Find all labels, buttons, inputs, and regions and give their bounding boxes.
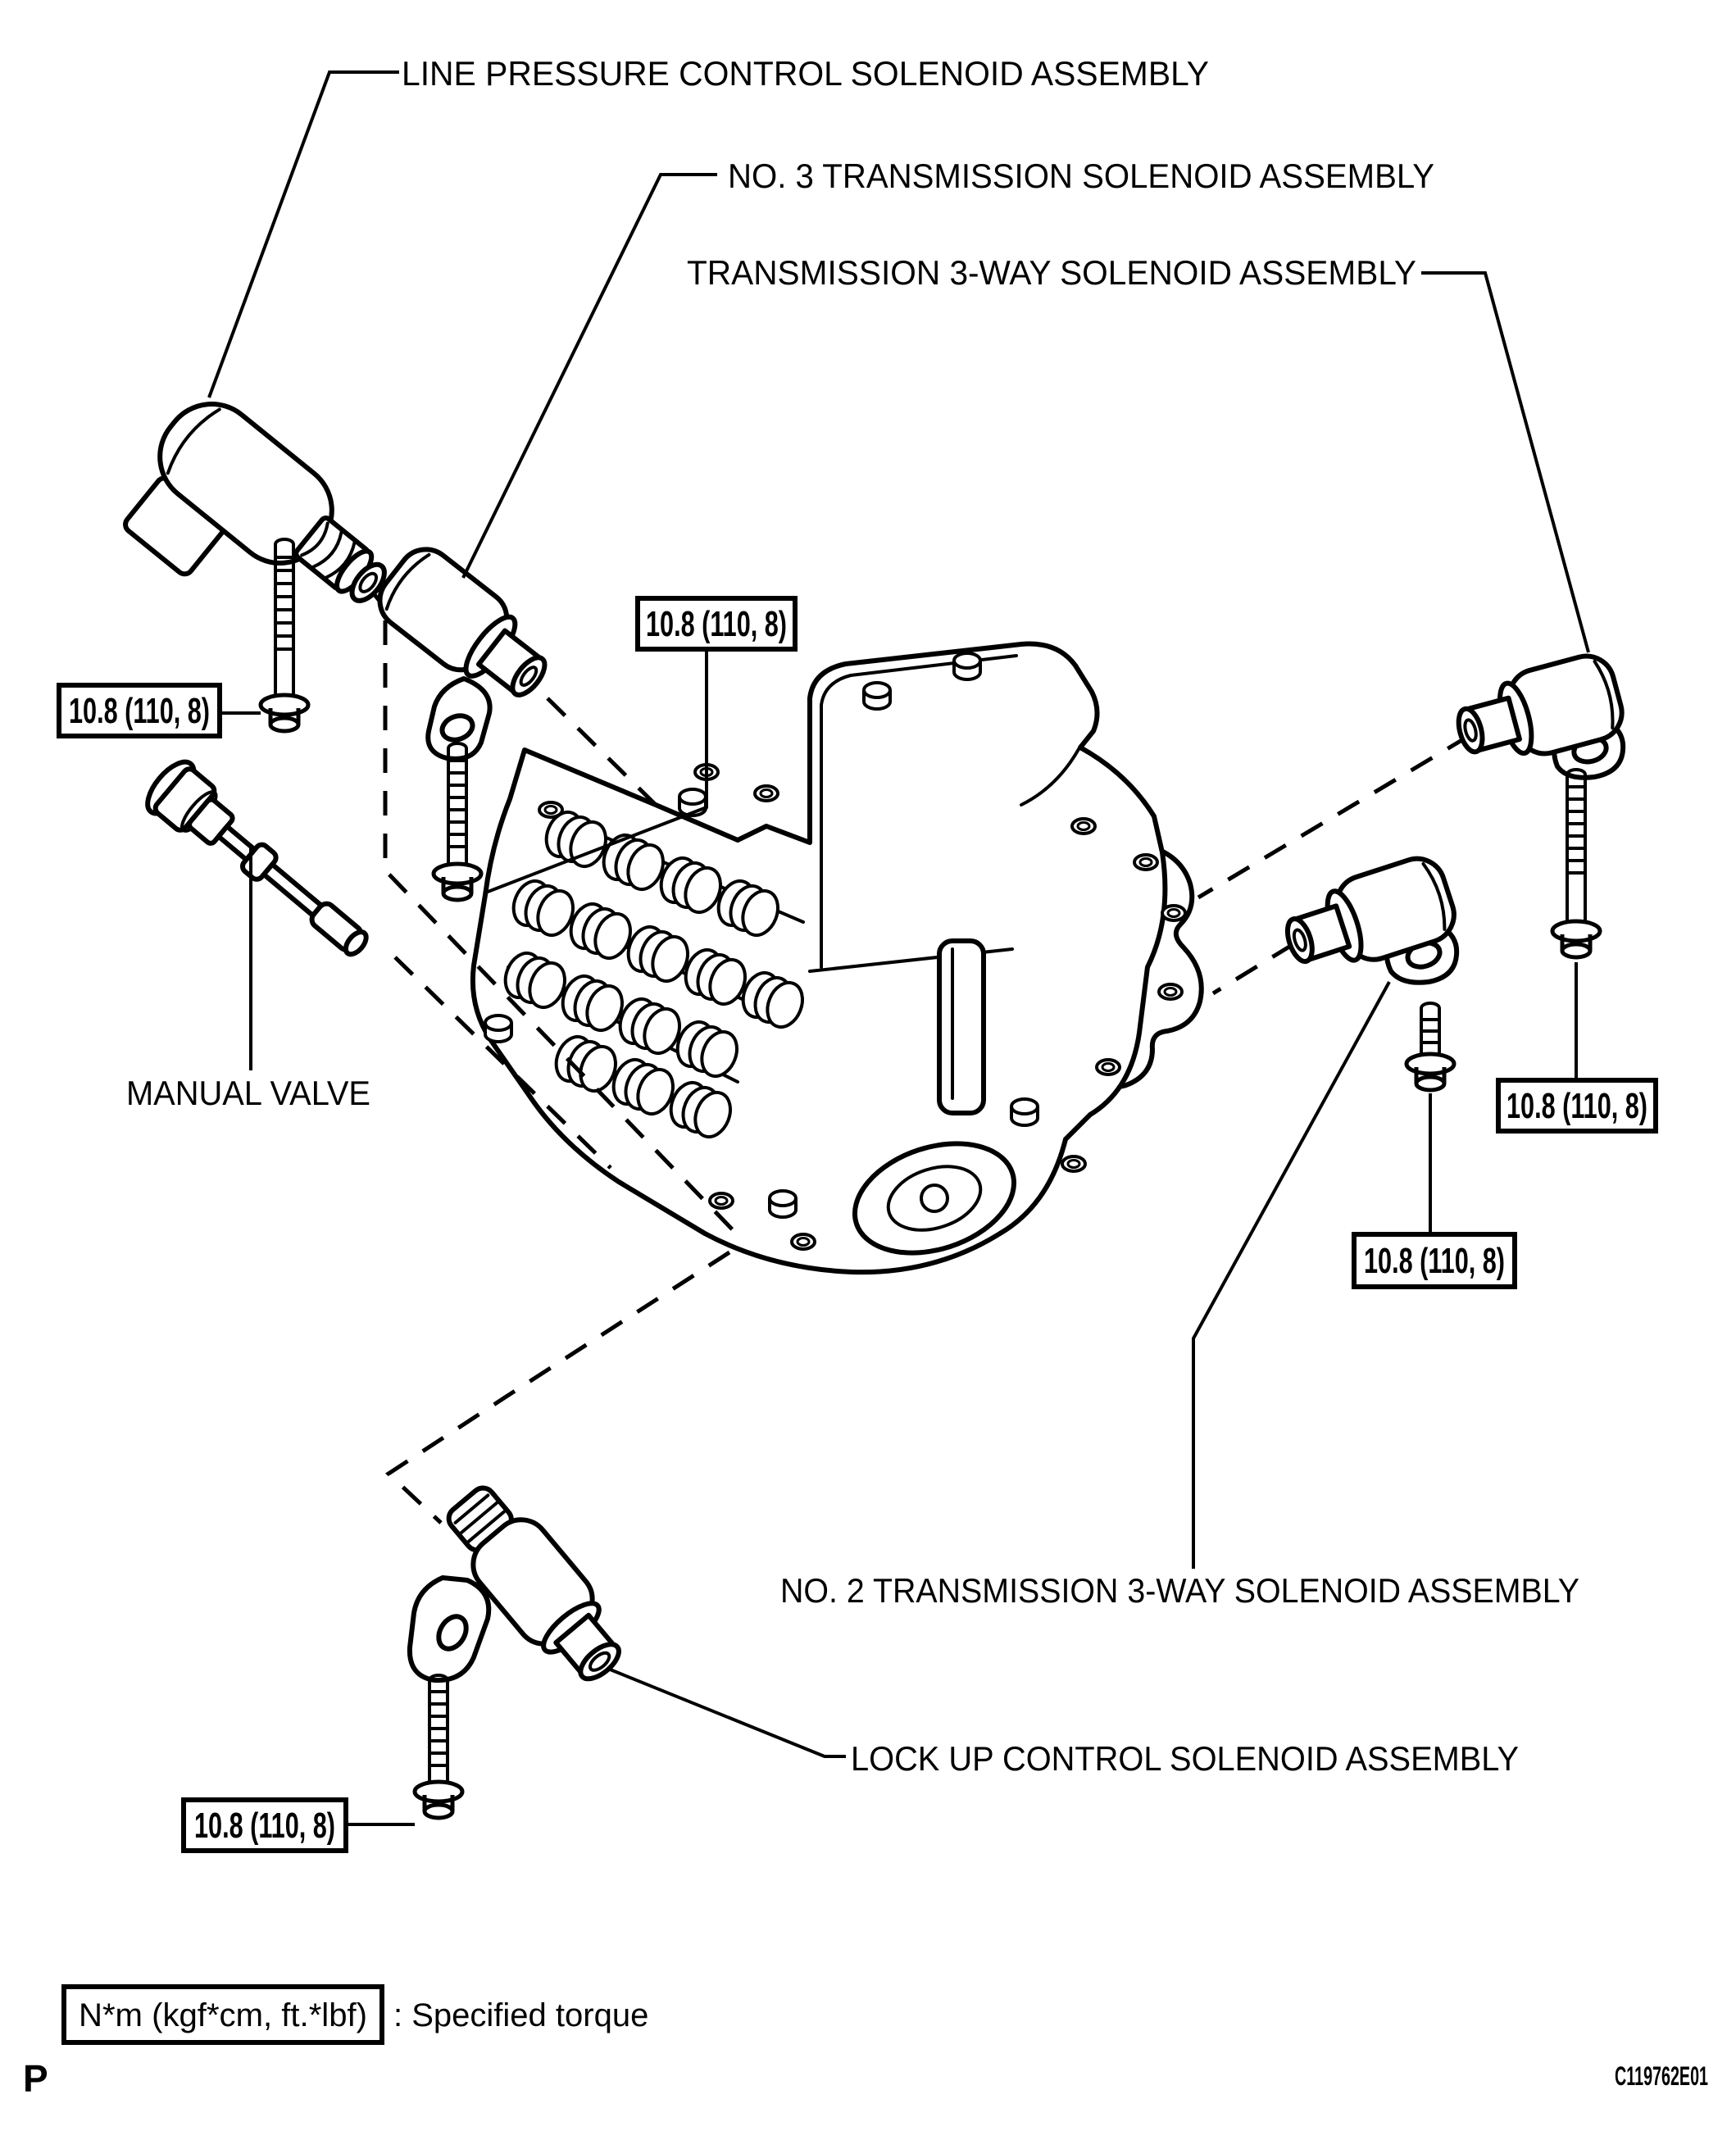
torque-spec-box: 10.8 (110, 8) <box>181 1797 348 1853</box>
leader-line-lockup <box>607 1667 846 1758</box>
figure-code: C119762E01 <box>1615 2061 1708 2091</box>
no3-transmission-solenoid <box>377 547 548 761</box>
alignment-dashed-line-no2 <box>1211 942 1295 996</box>
valve-body-cover-curve <box>1020 747 1080 806</box>
label-transmission-3way-solenoid: TRANSMISSION 3-WAY SOLENOID ASSEMBLY <box>687 253 1416 292</box>
bolt <box>1407 1002 1454 1090</box>
alignment-dashed-line-line-pressure <box>365 583 743 1241</box>
alignment-dashed-line-trans-3way <box>1197 734 1470 900</box>
torque-spec-box: 10.8 (110, 8) <box>635 596 798 652</box>
page-marker: P <box>23 2057 48 2100</box>
bolt <box>434 742 481 900</box>
torque-spec-box: 10.8 (110, 8) <box>57 683 222 738</box>
valve-body <box>470 641 1204 1275</box>
torque-legend-box <box>61 1984 384 2045</box>
leader-line-torque-2 <box>483 649 708 895</box>
manual-valve <box>145 759 369 957</box>
line-pressure-control-solenoid <box>123 402 387 603</box>
label-no3-transmission-solenoid: NO. 3 TRANSMISSION SOLENOID ASSEMBLY <box>728 157 1434 195</box>
lockup-control-solenoid <box>407 1485 621 1683</box>
valve-body-pillar <box>937 938 986 1115</box>
label-manual-valve: MANUAL VALVE <box>126 1074 370 1112</box>
label-no2-transmission-3way-solenoid: NO. 2 TRANSMISSION 3-WAY SOLENOID ASSEMB… <box>780 1571 1579 1610</box>
transmission-3way-solenoid <box>1456 653 1626 780</box>
torque-legend: N*m (kgf*cm, ft.*lbf) : Specified torque <box>61 1984 648 2045</box>
bolt <box>261 538 308 731</box>
torque-spec-value: 10.8 (110, 8) <box>194 1806 335 1846</box>
torque-spec-value: 10.8 (110, 8) <box>1364 1241 1505 1281</box>
leader-line-no3 <box>461 173 717 579</box>
torque-spec-value: 10.8 (110, 8) <box>69 691 210 731</box>
torque-spec-value: 10.8 (110, 8) <box>1507 1086 1647 1126</box>
leader-line-no2 <box>1192 981 1391 1569</box>
torque-spec-value: 10.8 (110, 8) <box>646 604 787 644</box>
torque-spec-box: 10.8 (110, 8) <box>1352 1232 1517 1289</box>
torque-spec-box: 10.8 (110, 8) <box>1496 1078 1658 1134</box>
torque-legend-units: N*m (kgf*cm, ft.*lbf) <box>79 1997 367 2033</box>
bolt <box>415 1674 462 1818</box>
alignment-dashed-line-lockup <box>384 1250 731 1524</box>
label-lockup-control-solenoid: LOCK UP CONTROL SOLENOID ASSEMBLY <box>851 1739 1519 1778</box>
bolt <box>1552 768 1600 957</box>
torque-legend-description: : Specified torque <box>393 1997 648 2033</box>
no2-transmission-3way-solenoid <box>1284 856 1460 985</box>
valve-body-main <box>470 641 1168 1275</box>
alignment-dashed-line-manual-valve <box>393 956 612 1170</box>
label-line-pressure-control-solenoid: LINE PRESSURE CONTROL SOLENOID ASSEMBLY <box>402 54 1209 93</box>
leader-line-line-pressure <box>207 70 399 398</box>
accumulator-housing <box>852 1141 1017 1256</box>
leader-line-trans-3way <box>1421 271 1590 653</box>
valve-body-cover-edge <box>820 654 1018 969</box>
